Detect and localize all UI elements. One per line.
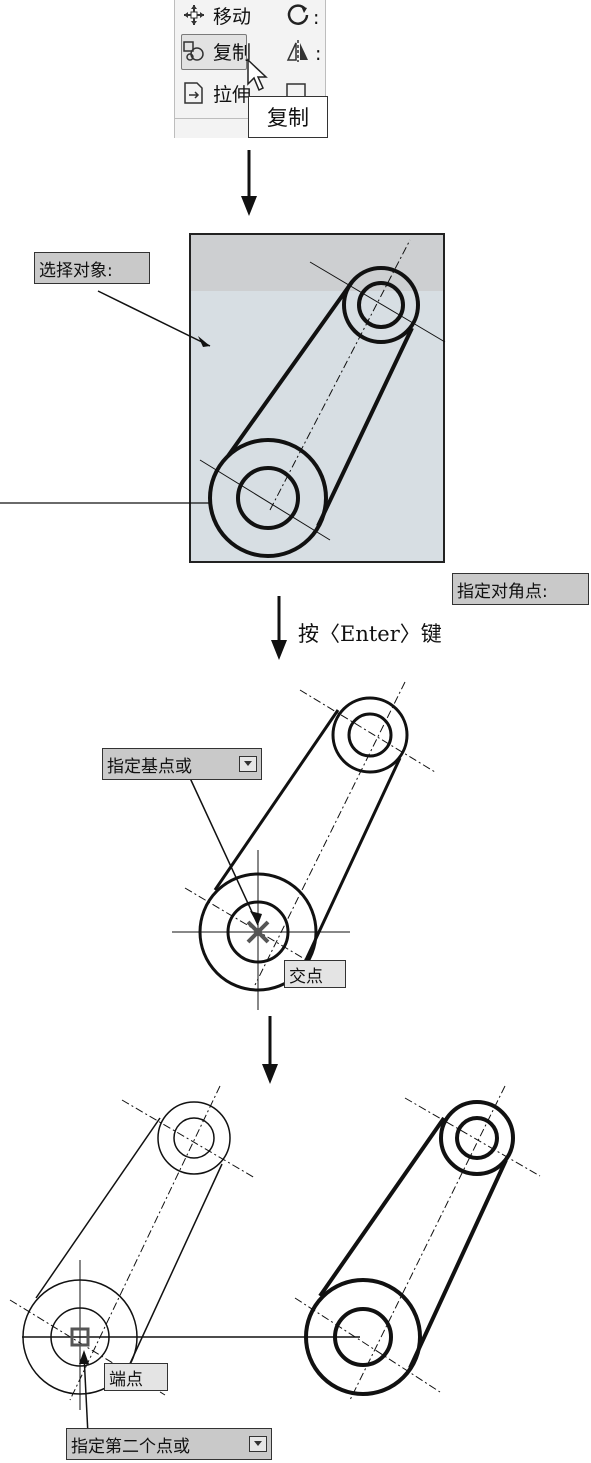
copy-icon — [181, 39, 207, 63]
stretch-tool[interactable]: 拉伸 — [181, 78, 251, 108]
endpoint-snap-tooltip: 端点 — [104, 1363, 168, 1391]
base-point-prompt[interactable]: 指定基点或 — [102, 748, 262, 780]
second-point-prompt-text: 指定第二个点或 — [71, 1436, 190, 1457]
corner-point-prompt: 指定对角点: — [452, 573, 589, 605]
move-label: 移动 — [213, 5, 252, 28]
link-part-original — [294, 1085, 541, 1401]
mirror-icon — [285, 38, 311, 69]
copy-label: 复制 — [213, 41, 252, 64]
second-point-prompt[interactable]: 指定第二个点或 — [66, 1428, 272, 1460]
base-point-prompt-text: 指定基点或 — [107, 756, 192, 777]
stretch-icon — [181, 81, 207, 105]
move-tool[interactable]: 移动 — [181, 0, 251, 30]
prompt-leader-2 — [189, 777, 259, 926]
link-part-selected — [199, 239, 446, 558]
rotate-icon — [285, 2, 311, 33]
prompt-leader-3 — [83, 1354, 89, 1436]
rotate-label-partial: : — [313, 6, 320, 29]
intersection-snap-text: 交点 — [289, 966, 323, 987]
copy-tool[interactable]: 复制 — [181, 36, 251, 66]
flow-arrow-1 — [241, 150, 257, 216]
copy-tooltip: 复制 — [248, 96, 328, 138]
link-part-ghost-copy — [9, 1085, 360, 1410]
select-objects-prompt-text: 选择对象: — [39, 260, 113, 281]
dropdown-icon[interactable] — [249, 1436, 267, 1452]
endpoint-snap-text: 端点 — [109, 1369, 143, 1390]
intersection-snap-tooltip: 交点 — [284, 960, 346, 988]
modify-ribbon-panel: 移动 : 复制 : — [174, 0, 326, 138]
stretch-label: 拉伸 — [213, 83, 252, 106]
flow-arrow-3 — [262, 1016, 278, 1084]
corner-point-prompt-text: 指定对角点: — [457, 581, 548, 602]
select-objects-prompt: 选择对象: — [34, 252, 150, 284]
mirror-tool[interactable]: : — [285, 38, 321, 69]
selection-window-top-band — [191, 235, 443, 291]
intersection-snap-marker — [246, 920, 270, 944]
press-enter-caption: 按〈Enter〉键 — [298, 622, 442, 646]
rotate-tool[interactable]: : — [285, 2, 319, 33]
prompt-leader-1 — [97, 290, 211, 347]
move-icon — [181, 3, 207, 27]
link-part-base-point — [172, 681, 436, 1010]
flow-arrow-2 — [271, 596, 287, 660]
dropdown-icon[interactable] — [239, 756, 257, 772]
mouse-pointer-icon — [247, 58, 268, 92]
endpoint-snap-marker — [70, 1327, 90, 1347]
mirror-label-partial: : — [315, 42, 322, 65]
